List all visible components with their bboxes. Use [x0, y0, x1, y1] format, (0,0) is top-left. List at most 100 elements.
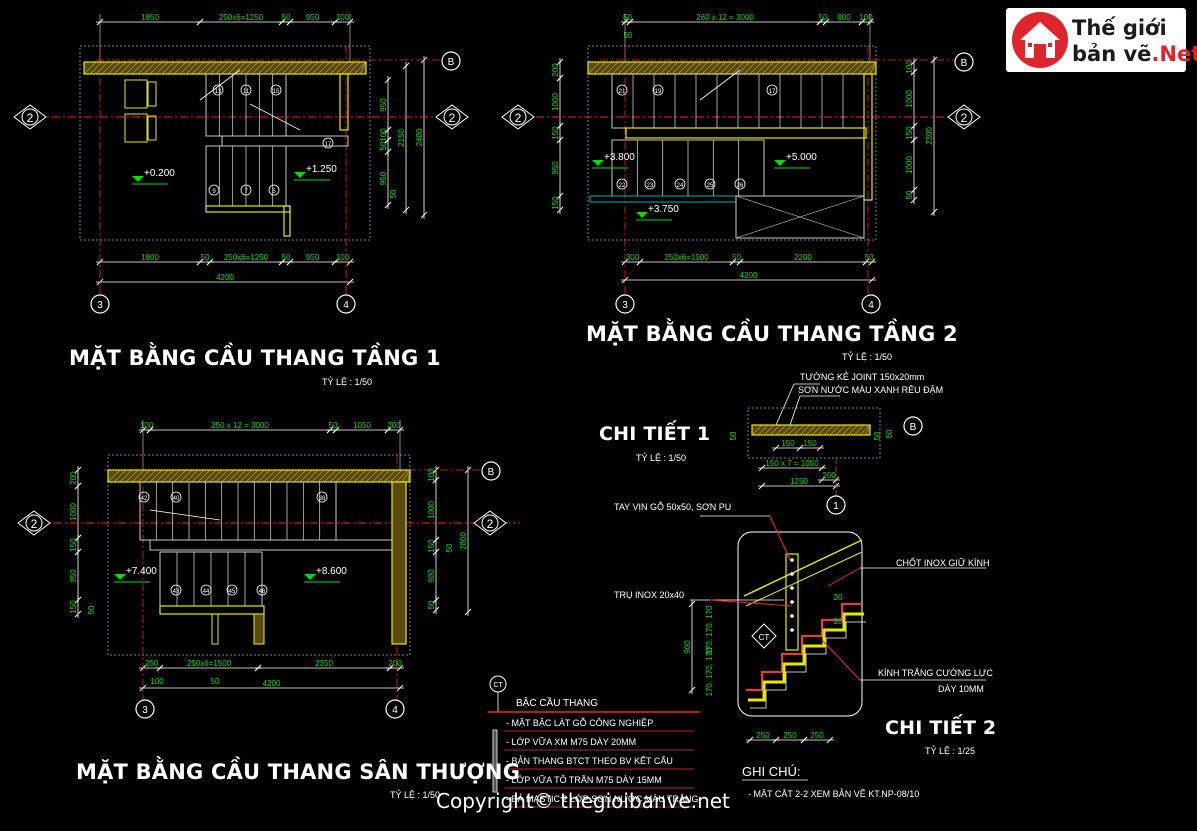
site-logo[interactable]: Thế giới bản vẽ.Net [1006, 8, 1197, 72]
dim-tick [74, 466, 82, 474]
hatch-line [779, 61, 793, 75]
dim-tick [384, 426, 392, 434]
cad-text: 50 [624, 31, 633, 40]
dim-tick [910, 68, 918, 76]
hatch-line [839, 61, 853, 75]
hatch-line [605, 61, 619, 75]
grid-4-label: 4 [392, 705, 398, 716]
dim-tick [826, 736, 834, 744]
copyright-watermark: Copyright© thegioibanve.net [436, 789, 730, 813]
dim-tick [384, 148, 392, 156]
cad-text: 170, 170, 170 [705, 605, 714, 654]
dim-tick [816, 18, 824, 26]
detail2-label-thickness: DÀY 10MM [938, 684, 984, 694]
dim-text: 250x6=1250 [219, 13, 264, 22]
step-number-circle [270, 84, 282, 96]
plan-floor1-scale: TỶ LỆ : 1/50 [322, 377, 373, 387]
hatch-line [359, 469, 373, 483]
dim-tick [386, 664, 394, 672]
handrail [743, 539, 863, 597]
step-number-circle [170, 584, 182, 596]
dim-tick [822, 18, 830, 26]
ct-tag-marker [751, 623, 777, 649]
dim-text: 1850 [141, 13, 159, 22]
walk-line [149, 509, 221, 521]
step-number-circle [268, 184, 280, 196]
step-number: 17 [325, 142, 332, 148]
dim-text: 150 [427, 539, 436, 553]
legend-item: - BẢ MASTIC 2 LỚP SƠN NƯỚC MÀU TRẮNG [506, 793, 699, 804]
dim-tick [146, 426, 154, 434]
wall-right [863, 73, 873, 201]
grid-3-label: 3 [622, 300, 628, 311]
dim-tick [384, 201, 392, 209]
plan-roof-border [107, 454, 411, 656]
bolt [790, 628, 794, 632]
dim-tick [254, 664, 262, 672]
dim-text: 50 [623, 13, 632, 22]
dim-text: 2300 [925, 127, 934, 145]
hatch-line [233, 61, 247, 75]
dim-tick [930, 208, 938, 216]
detail1-grid-1-label: 1 [833, 501, 839, 512]
hatch-line [179, 469, 193, 483]
dim-text: 150 x 7 = 1050 [765, 459, 819, 468]
hatch-line [751, 424, 763, 436]
dim-tick [818, 476, 826, 484]
dim-tick [384, 136, 392, 144]
hatch-line [659, 61, 673, 75]
dim-tick [74, 482, 82, 490]
hatch-line [341, 61, 355, 75]
legend-item: - MẶT BẬC LÁT GỖ CÔNG NGHIỆP [506, 717, 653, 728]
step-number-circle [616, 84, 628, 96]
dim-text: 150 [803, 439, 817, 448]
hatch-line [167, 61, 181, 75]
dim-text: 1000 [551, 93, 560, 111]
dim-tick [332, 426, 340, 434]
step-number-circle [212, 84, 224, 96]
dim-tick [910, 186, 918, 194]
handrail [745, 551, 863, 607]
hatch-line [781, 424, 793, 436]
plan-floor2-scale: TỶ LỆ : 1/50 [842, 352, 893, 362]
hatch-line [281, 61, 295, 75]
hatch-line [841, 424, 853, 436]
house-icon [1012, 12, 1068, 68]
hatch-line [191, 61, 205, 75]
dim-text: 100 [336, 253, 350, 262]
plan-floor1-title: MẶT BẰNG CẦU THANG TẦNG 1 [69, 346, 441, 370]
hatch-line [185, 469, 199, 483]
dim-tick [729, 258, 737, 266]
hatch-line [365, 469, 379, 483]
hatch-line [269, 469, 283, 483]
step-number: 40 [173, 496, 180, 502]
dim-text: 50 [865, 253, 874, 262]
grid-4-label: 4 [343, 300, 349, 311]
dim-text: 250x6=1500 [187, 659, 232, 668]
dim-tick [326, 426, 334, 434]
hatch-line [317, 61, 331, 75]
grid-2-right-label: 2 [449, 111, 456, 125]
dim-tick [286, 258, 294, 266]
grid-2-left-label: 2 [27, 111, 34, 125]
step-number: 5 [272, 189, 276, 195]
hatch-line [245, 469, 259, 483]
detail1-grid-b-bubble [903, 416, 923, 436]
dim-tick [331, 18, 339, 26]
hatch-line [805, 424, 817, 436]
hatch-line [797, 61, 811, 75]
hatch-line [785, 61, 799, 75]
legend-item: - LỚP VỮA XM M75 DÀY 20MM [506, 737, 636, 747]
hatch-line [167, 469, 181, 483]
hatch-line [215, 61, 229, 75]
detail2-label-glass: KÍNH TRẮNG CƯỜNG LỰC [878, 668, 993, 678]
dim-text: 50 [905, 190, 914, 199]
hatch-line [599, 61, 613, 75]
dim-text: 900 [683, 640, 692, 654]
hatch-line [821, 61, 835, 75]
step-number-circle [704, 178, 716, 190]
step-number: 43 [173, 589, 180, 595]
hatch-line [323, 469, 337, 483]
dim-text: 250 [756, 731, 770, 740]
hatch-line [287, 61, 301, 75]
